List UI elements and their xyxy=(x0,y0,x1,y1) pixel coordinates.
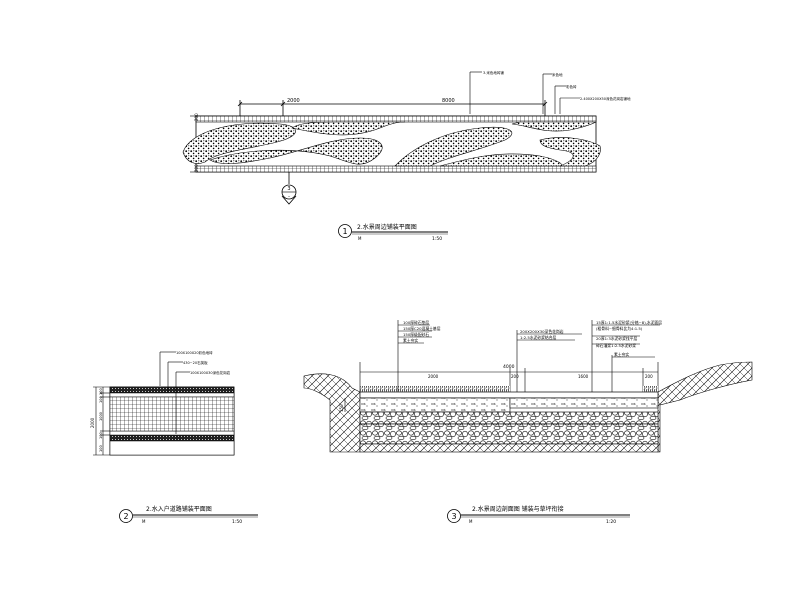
plan1-side-dim-a: 200 xyxy=(194,113,199,121)
plan1-callout-1: 3.米色地砖铺 xyxy=(483,70,504,75)
plan1-wave-pattern xyxy=(182,121,601,167)
plan2-caption-note: M xyxy=(142,519,146,524)
plan2-callout-2: 430~20石英板 xyxy=(183,360,208,365)
plan1-caption: 1 2.水景周边铺装平面图 M 1:50 xyxy=(338,223,448,242)
plan2-dim-t3: 100 xyxy=(99,432,103,439)
section3-caption: 3 2.水景周边剖面图 铺装与草坪衔接 M 1:20 xyxy=(447,505,630,525)
section3-caption-number: 3 xyxy=(451,512,456,521)
section3-layer-concrete-right xyxy=(509,397,659,409)
plan2-dim-total: 2000 xyxy=(90,417,95,428)
plan1-bottom-border xyxy=(195,165,597,173)
plan1-callout-3: 彩色砖 xyxy=(566,84,577,89)
plan1-dim-left: 2000 xyxy=(287,98,300,104)
section3-right-callout-3: 20厚1:3水泥砂浆找平层 xyxy=(596,336,638,341)
section3-right-callout-4: 碎石灌浆1:2.5水泥砂浆 xyxy=(596,343,636,348)
section3-mid-callout-1: 200X200X30深色花岗岩 xyxy=(520,329,564,334)
section3-layer-gravel xyxy=(359,411,659,425)
section3-left-callout-1: 100厚碎石垫层 xyxy=(403,320,429,325)
section3-layer-concrete-left xyxy=(359,397,511,413)
plan2-caption-number: 2 xyxy=(123,512,128,521)
plan2-drawing: 100X100X20彩色地砖 430~20石英板 100X100X30深色花岗岩… xyxy=(90,350,258,525)
plan2-caption: 2 2.水入户道路铺装平面图 M 1:50 xyxy=(119,505,258,525)
section3-caption-scale: 1:20 xyxy=(606,519,616,525)
section3-left-callout-4: 素土夯实 xyxy=(403,338,418,343)
plan2-center-tiles xyxy=(109,396,235,432)
plan2-callout-1: 100X100X20彩色地砖 xyxy=(176,350,213,355)
section-marker-sheet: - xyxy=(288,194,290,200)
plan2-caption-title: 2.水入户道路铺装平面图 xyxy=(146,505,212,513)
plan1-caption-number: 1 xyxy=(342,227,347,236)
plan1-side-dim-b: 200 xyxy=(194,164,199,172)
plan1-callout-4: 2.400X200X50深色花岗岩铺地 xyxy=(580,96,631,101)
section3-layer-subgrade xyxy=(359,443,659,453)
section3-layer-paving xyxy=(359,391,659,399)
section3-layer-stones xyxy=(359,423,659,445)
section3-dim-total: 4000 xyxy=(503,364,515,370)
plan2-edge-top xyxy=(109,386,235,394)
plan2-caption-scale: 1:50 xyxy=(232,519,242,525)
plan1-drawing: 2000 8000 200 200 xyxy=(182,70,631,242)
plan2-dim-t1: 100 xyxy=(99,388,103,395)
plan1-callout-2: 米色地 xyxy=(552,72,563,77)
section3-dim-d1: 2000 xyxy=(428,374,439,379)
plan1-caption-scale: 1:50 xyxy=(432,236,442,242)
section3-right-callout-5: 素土夯实 xyxy=(614,352,629,357)
section3-dim-d4: 200 xyxy=(645,374,653,379)
section3-left-callout-2: 150厚C20混凝土基层 xyxy=(403,326,441,331)
plan1-caption-note: M xyxy=(358,236,362,241)
section3-right-callout-1: 15厚1:1.5水泥砂浆(分格~8),水泥面层 xyxy=(596,320,662,325)
section3-grass-right xyxy=(643,386,658,392)
plan2-border-top xyxy=(109,392,235,398)
plan1-dim-main: 8000 xyxy=(442,98,455,104)
section-marker-number: 3 xyxy=(287,186,290,192)
plan2-lower-band xyxy=(109,440,235,456)
section3-right-callout-2: (粗骨料~细骨料比为4:1.5) xyxy=(596,326,643,331)
section3-drawing: 4000 2000 200 1600 200 150 100厚碎石垫层 150厚… xyxy=(303,320,753,525)
plan2-dim-t4: 100 xyxy=(99,445,103,452)
plan2-dim-mid: 1000 xyxy=(99,412,103,421)
section3-dim-d2: 200 xyxy=(511,374,519,379)
plan1-caption-title: 2.水景周边铺装平面图 xyxy=(357,223,417,231)
section3-soil-left xyxy=(303,373,361,453)
section3-mid-callout-2: 1:2.5水泥砂浆结合层 xyxy=(520,335,557,340)
section3-caption-title: 2.水景周边剖面图 铺装与草坪衔接 xyxy=(472,505,564,513)
section3-caption-note: M xyxy=(469,519,473,524)
plan2-border-bottom xyxy=(109,430,235,436)
plan2-callout-3: 100X100X30深色花岗岩 xyxy=(190,370,231,375)
plan2-dim-t2: 100 xyxy=(99,396,103,403)
section3-left-callout-3: 150厚级配砂石 xyxy=(403,332,429,337)
section3-soil-right xyxy=(657,361,753,453)
section3-grass xyxy=(360,386,510,392)
plan2-edge-bottom xyxy=(109,434,235,442)
section3-dim-d3: 1600 xyxy=(578,374,589,379)
plan1-top-border xyxy=(195,115,597,123)
section3-dim-left-h: 150 xyxy=(339,404,344,412)
